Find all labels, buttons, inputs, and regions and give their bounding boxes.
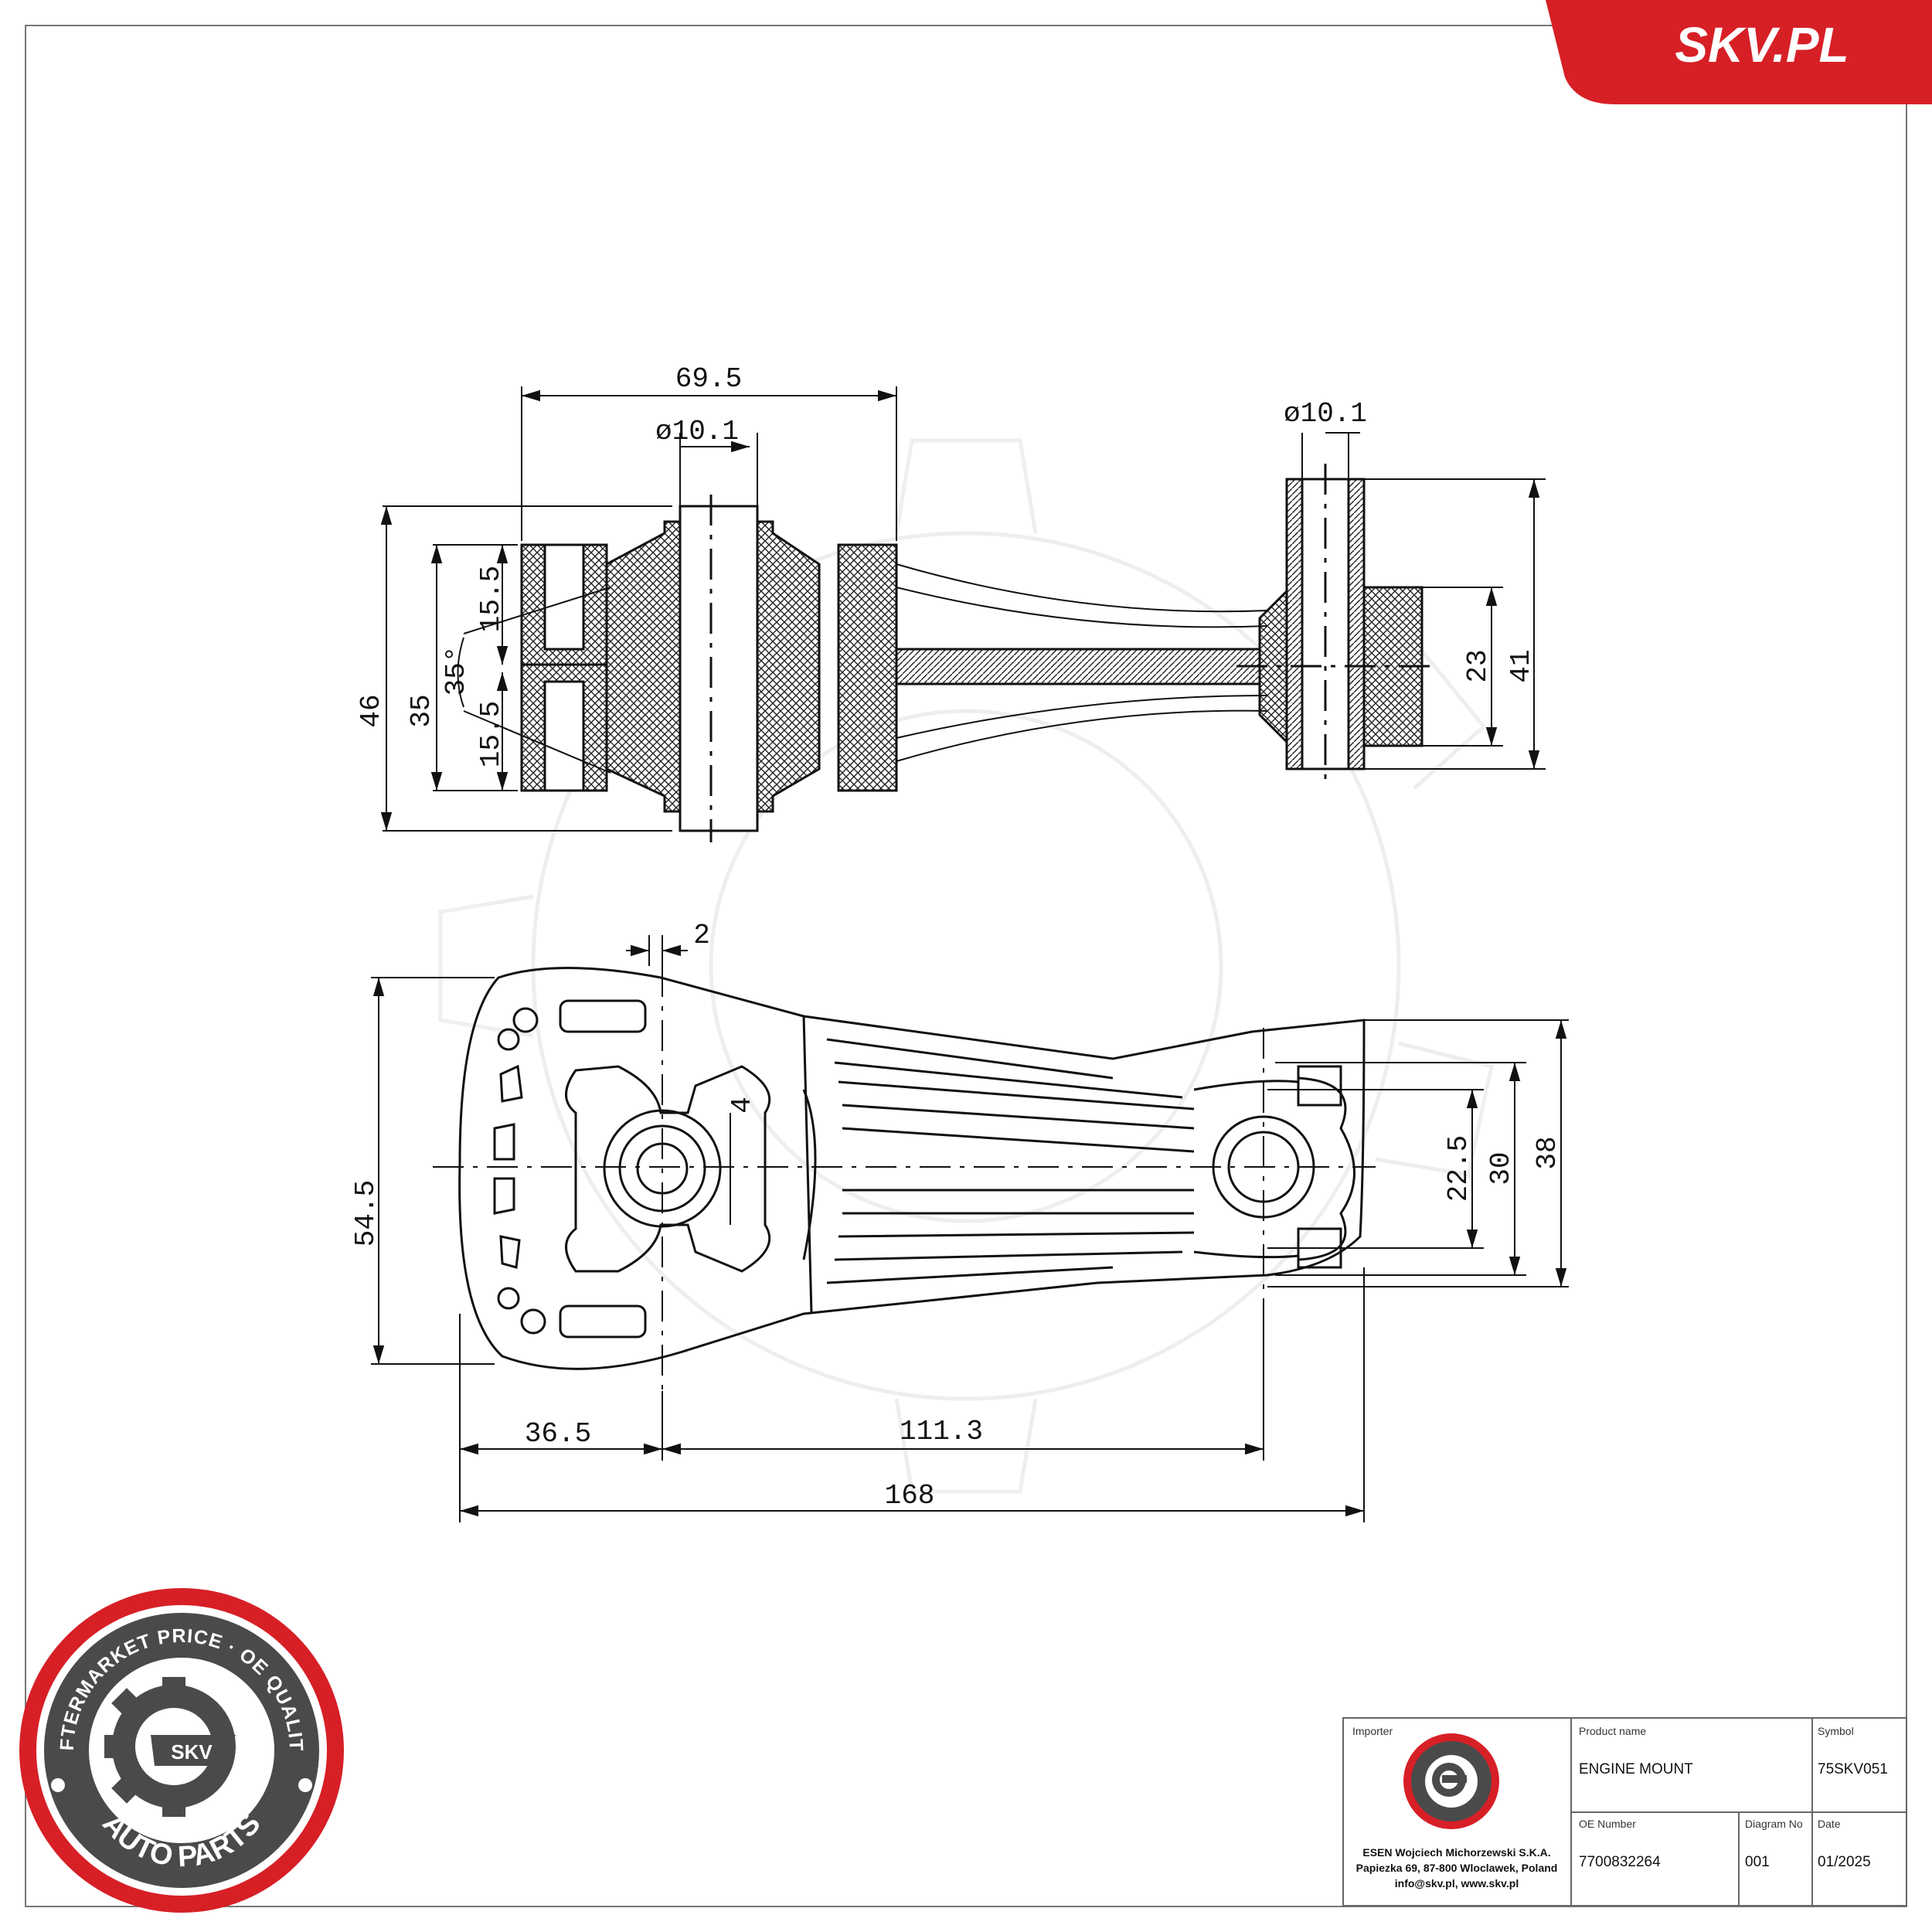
brand-site-text: SKV.PL xyxy=(1675,17,1849,73)
inner-dogbone xyxy=(565,1065,771,1273)
dim-inner-height-label: 35 xyxy=(406,694,437,727)
dim-right-outer-label: 38 xyxy=(1532,1136,1563,1169)
dim-upper-label: 15.5 xyxy=(475,566,507,632)
dim-center-distance-label: 111.3 xyxy=(900,1416,983,1447)
dim-angle-label: 35° xyxy=(440,646,472,696)
oe-number: 7700832264 xyxy=(1579,1854,1661,1870)
badge-ring-text: AFTERMARKET PRICE · OE QUALITY xyxy=(0,0,306,1752)
date-label: Date xyxy=(1818,1818,1841,1830)
dim-right-outer-label: 41 xyxy=(1505,649,1537,682)
symbol-value: 75SKV051 xyxy=(1818,1761,1888,1777)
dim-right-mid-label: 30 xyxy=(1485,1151,1517,1185)
gear-watermark-icon xyxy=(438,438,1494,1494)
top-view-drawing xyxy=(520,464,1437,842)
quality-badge: AFTERMARKET PRICE · OE QUALITY AUTO PART… xyxy=(0,0,344,1913)
brand-tab: SKV.PL xyxy=(1546,0,1932,104)
diagram-no-label: Diagram No xyxy=(1745,1818,1803,1830)
title-block: Importer ESEN Wojciech Michorzewski S.K.… xyxy=(1342,1717,1907,1906)
oe-number-label: OE Number xyxy=(1579,1818,1636,1830)
central-sleeve xyxy=(679,505,759,832)
dim-left-center-label: 36.5 xyxy=(525,1418,591,1450)
dim-slot-label: 4 xyxy=(726,1097,758,1114)
date-value: 01/2025 xyxy=(1818,1854,1871,1870)
importer-name: ESEN Wojciech Michorzewski S.K.A. xyxy=(1362,1846,1550,1859)
dim-total-height-label: 46 xyxy=(355,694,387,727)
dim-bore-right-label: ø10.1 xyxy=(1284,398,1367,430)
svg-text:AFTERMARKET PRICE · OE QUALITY: AFTERMARKET PRICE · OE QUALITY xyxy=(0,0,307,1752)
dim-offset-label: 2 xyxy=(693,920,710,951)
importer-contact: info@skv.pl, www.skv.pl xyxy=(1395,1877,1519,1889)
dim-total-length-label: 168 xyxy=(885,1480,935,1512)
side-view-dimension-labels: 2 4 54.5 22.5 30 38 36.5 111.3 168 xyxy=(350,920,1563,1512)
importer-logo-icon xyxy=(1403,1733,1499,1829)
product-name-label: Product name xyxy=(1579,1725,1646,1737)
page-border xyxy=(25,25,1907,1907)
dim-width-label: 69.5 xyxy=(675,363,742,395)
gear-icon: SKV xyxy=(104,1677,236,1817)
dim-lower-label: 15.5 xyxy=(475,701,507,767)
diagram-no: 001 xyxy=(1745,1854,1770,1870)
side-view-dimensions xyxy=(371,935,1569,1522)
bracket-outline xyxy=(458,967,1366,1370)
product-name: ENGINE MOUNT xyxy=(1579,1761,1693,1777)
dim-right-inner-label: 22.5 xyxy=(1443,1135,1475,1202)
left-inner-rubber xyxy=(837,543,898,792)
dim-right-inner-label: 23 xyxy=(1462,649,1494,682)
top-view-dimension-labels: 69.5 ø10.1 ø10.1 46 35 15.5 15.5 35° 23 … xyxy=(355,363,1537,767)
top-view-dimensions xyxy=(380,386,1546,832)
importer-label: Importer xyxy=(1352,1725,1393,1737)
badge-center-text: SKV xyxy=(171,1740,213,1764)
tie-rod xyxy=(895,648,1261,685)
importer-address: Papiezka 69, 87-800 Wloclawek, Poland xyxy=(1356,1862,1558,1874)
dim-bore-left-label: ø10.1 xyxy=(655,416,739,447)
dim-height-left-label: 54.5 xyxy=(350,1180,382,1247)
symbol-label: Symbol xyxy=(1818,1725,1854,1737)
side-view-drawing xyxy=(433,966,1376,1391)
